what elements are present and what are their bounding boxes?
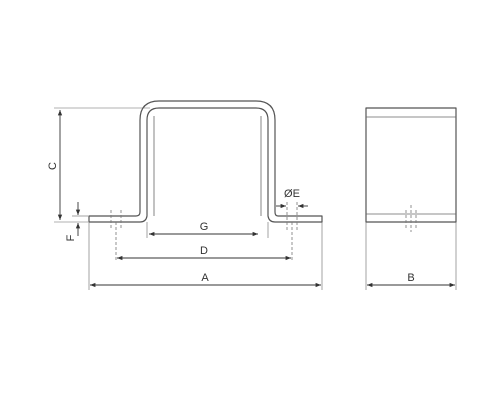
dimension-f: F xyxy=(65,202,88,241)
side-view xyxy=(365,107,457,232)
dimension-c: C xyxy=(47,107,150,223)
dimension-d: D xyxy=(117,245,291,261)
dimension-e: ØE xyxy=(276,188,308,209)
dimension-label-c: C xyxy=(47,162,59,170)
side-view-outline xyxy=(365,107,457,223)
front-view xyxy=(88,100,323,262)
dimension-label-f: F xyxy=(65,234,77,241)
dimension-label-a: A xyxy=(201,272,209,284)
dimension-label-d: D xyxy=(200,245,208,257)
dimension-label-e: ØE xyxy=(284,188,300,200)
dimension-b: B xyxy=(365,222,457,290)
dimension-a: A xyxy=(88,222,323,290)
dimension-label-b: B xyxy=(407,272,414,284)
dimension-g: G xyxy=(146,221,269,238)
dimension-label-g: G xyxy=(200,221,209,233)
